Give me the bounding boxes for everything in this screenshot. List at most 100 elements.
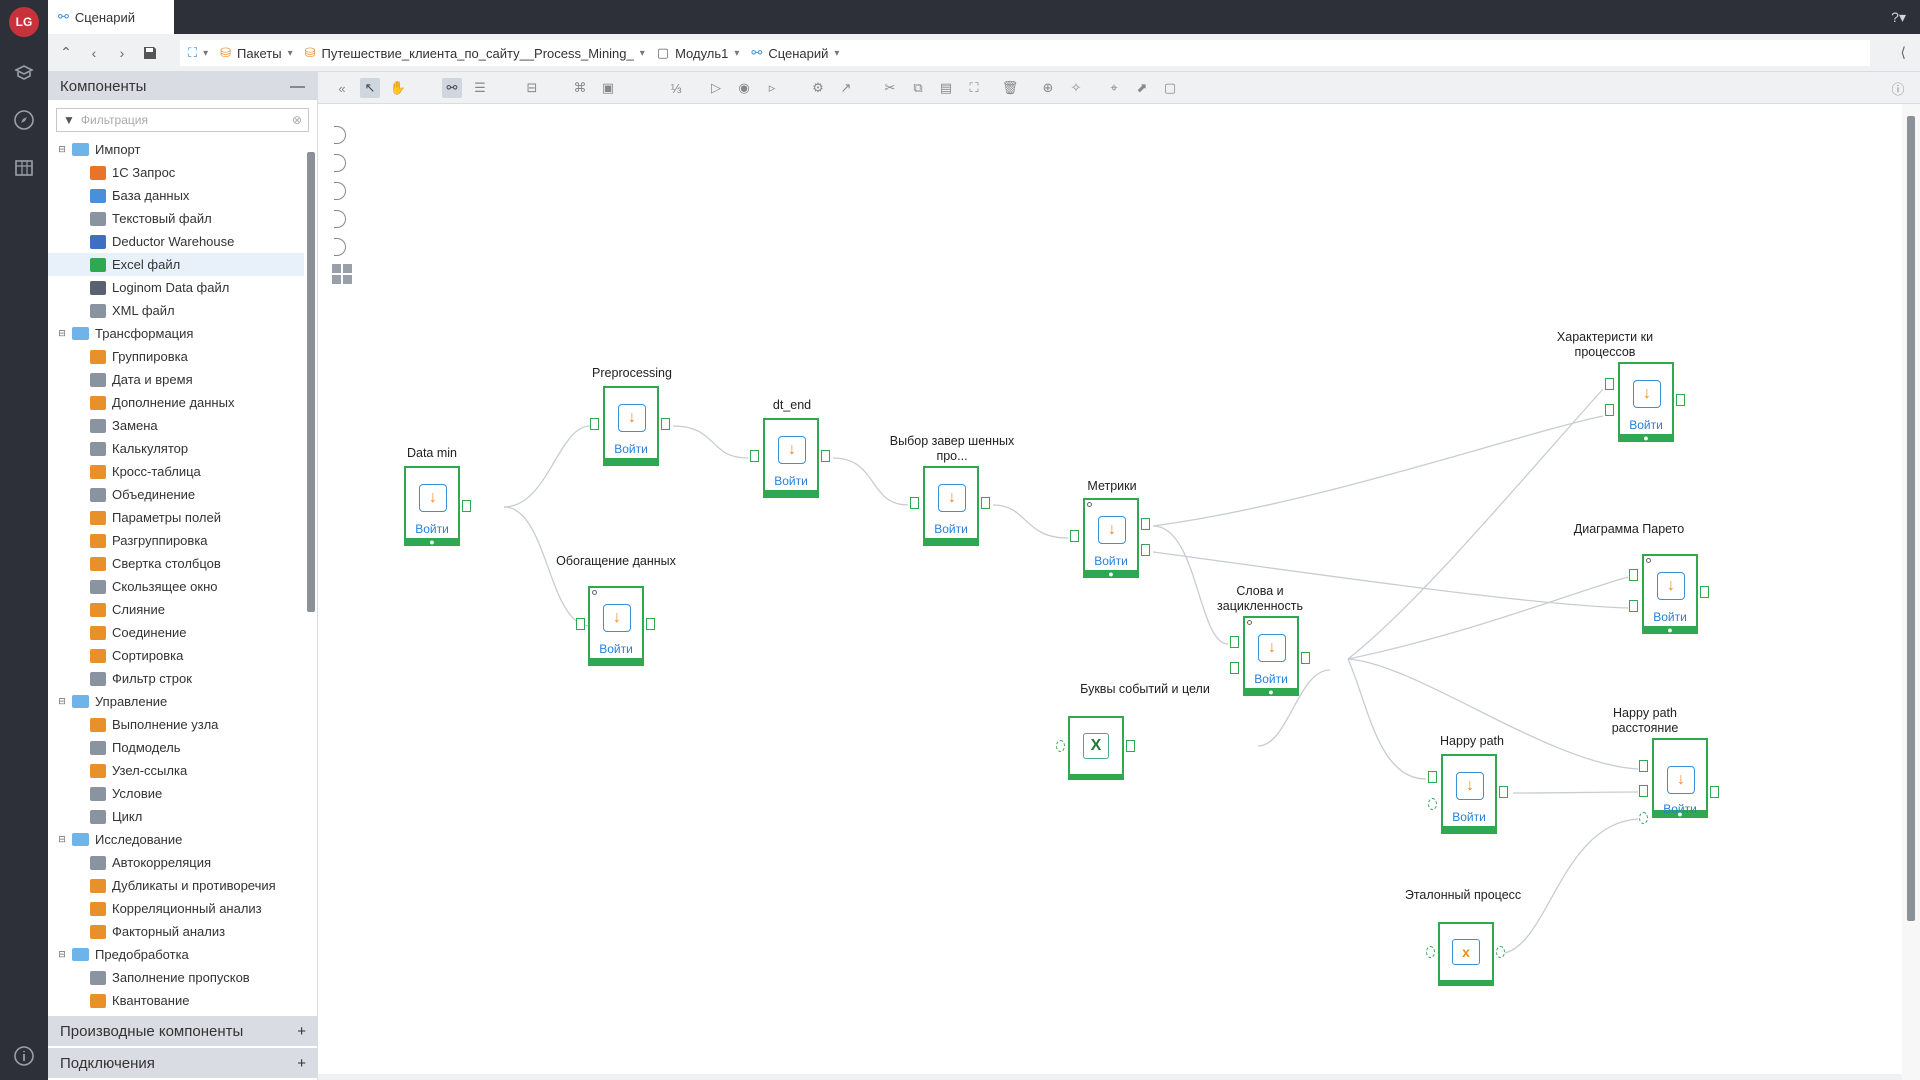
tree-item[interactable]: Замена: [48, 414, 304, 437]
scroll-thumb[interactable]: [1907, 116, 1915, 921]
enter-link[interactable]: Войти: [415, 522, 449, 536]
enter-link[interactable]: Войти: [1629, 418, 1663, 432]
info-icon[interactable]: [8, 1040, 40, 1072]
arrow-icon[interactable]: ⬈: [1136, 80, 1148, 95]
input-port[interactable]: [1639, 760, 1648, 772]
tree-item[interactable]: Автокорреляция: [48, 851, 304, 874]
input-port[interactable]: [910, 497, 919, 509]
collapse-toggle-icon[interactable]: ⊟: [58, 696, 66, 706]
input-port[interactable]: [1629, 569, 1638, 581]
tree-item[interactable]: Дубликаты и противоречия: [48, 874, 304, 897]
eye-icon[interactable]: ●: [1677, 809, 1683, 819]
eye-icon[interactable]: ●: [429, 537, 435, 547]
tree-item[interactable]: Скользящее окно: [48, 575, 304, 598]
scenario-view-icon[interactable]: ⚯: [442, 78, 462, 98]
tree-item[interactable]: Соединение: [48, 621, 304, 644]
collapse-toggle-icon[interactable]: ⊟: [58, 328, 66, 338]
tree-item[interactable]: Корреляционный анализ: [48, 897, 304, 920]
tree-group[interactable]: ⊟Исследование: [48, 828, 304, 851]
pin-icon[interactable]: ⌖: [1110, 80, 1118, 95]
packages-icon[interactable]: [8, 56, 40, 88]
share-icon[interactable]: ⟨: [1900, 44, 1906, 60]
components-panel-header[interactable]: Компоненты —: [48, 72, 317, 100]
breadcrumb-item-package[interactable]: ⛁Путешествие_клиента_по_сайту__Process_M…: [304, 45, 645, 61]
grid-icon[interactable]: [332, 264, 352, 284]
input-port[interactable]: [1639, 785, 1648, 797]
output-port[interactable]: [981, 497, 990, 509]
input-port[interactable]: [1070, 530, 1079, 542]
forward-icon[interactable]: ›: [119, 44, 125, 61]
settings-icon[interactable]: ⚙: [812, 80, 824, 95]
collapse-toggle-icon[interactable]: ⊟: [58, 834, 66, 844]
tree-item[interactable]: Excel файл: [48, 253, 304, 276]
enter-link[interactable]: Войти: [934, 522, 968, 536]
eye-icon[interactable]: ●: [1667, 625, 1673, 635]
tree-item[interactable]: Фильтр строк: [48, 667, 304, 690]
tree-item[interactable]: 1С Запрос: [48, 161, 304, 184]
enter-link[interactable]: Войти: [1653, 610, 1687, 624]
output-port[interactable]: [1710, 786, 1719, 798]
output-port[interactable]: [646, 618, 655, 630]
clear-icon[interactable]: ⊗: [291, 113, 302, 127]
frame-icon[interactable]: ▢: [1163, 80, 1177, 95]
node-words-cycles[interactable]: ↓ Войти ●: [1243, 616, 1299, 697]
tree-item[interactable]: Объединение: [48, 483, 304, 506]
up-icon[interactable]: ⌃: [60, 44, 72, 60]
expand-icon[interactable]: +: [297, 1022, 306, 1040]
input-port[interactable]: [1426, 946, 1435, 958]
filter-input[interactable]: ▼ Фильтрация ⊗: [56, 108, 309, 132]
enter-link[interactable]: Войти: [1452, 810, 1486, 824]
tree-item[interactable]: Разгруппировка: [48, 529, 304, 552]
enter-link[interactable]: Войти: [774, 474, 808, 488]
tree-item[interactable]: Цикл: [48, 805, 304, 828]
input-port[interactable]: [590, 418, 599, 430]
tree-item[interactable]: Loginom Data файл: [48, 276, 304, 299]
output-port[interactable]: [1141, 518, 1150, 530]
collapse-icon[interactable]: —: [290, 77, 305, 95]
enter-link[interactable]: Войти: [614, 442, 648, 456]
hierarchy-icon[interactable]: ⛶▾: [188, 45, 209, 60]
back-icon[interactable]: ‹: [91, 44, 97, 61]
tree-item[interactable]: Выполнение узла: [48, 713, 304, 736]
app-logo-icon[interactable]: LG: [8, 6, 40, 38]
node-letters-events[interactable]: X: [1068, 716, 1124, 780]
tree-item[interactable]: Дата и время: [48, 368, 304, 391]
connections-header[interactable]: Подключения +: [48, 1048, 318, 1078]
enter-link[interactable]: Войти: [1094, 554, 1128, 568]
stop-icon[interactable]: ◉: [738, 80, 750, 95]
output-port[interactable]: [1496, 946, 1505, 958]
input-port[interactable]: [750, 450, 759, 462]
tree-group[interactable]: ⊟Трансформация: [48, 322, 304, 345]
output-port[interactable]: [1301, 652, 1310, 664]
node-pareto-chart[interactable]: ↓ Войти ●: [1642, 554, 1698, 635]
tree-item[interactable]: База данных: [48, 184, 304, 207]
output-port[interactable]: [1141, 544, 1150, 556]
node-select-completed[interactable]: ↓ Войти: [923, 466, 979, 546]
tree-item[interactable]: Свертка столбцов: [48, 552, 304, 575]
node-enrich-data[interactable]: ↓ Войти: [588, 586, 644, 666]
paste-icon[interactable]: ▤: [939, 80, 953, 95]
expand-icon[interactable]: +: [297, 1054, 306, 1072]
input-port[interactable]: [1605, 404, 1614, 416]
output-port[interactable]: [1499, 786, 1508, 798]
eye-icon[interactable]: ●: [1643, 433, 1649, 443]
save-icon[interactable]: [136, 39, 164, 67]
tree-item[interactable]: Узел-ссылка: [48, 759, 304, 782]
collapse-toggle-icon[interactable]: ⊟: [58, 144, 66, 154]
collapse-panel-icon[interactable]: «: [338, 80, 346, 96]
table-icon[interactable]: [8, 152, 40, 184]
tree-scrollbar[interactable]: [307, 152, 315, 612]
derived-components-header[interactable]: Производные компоненты +: [48, 1016, 318, 1046]
tree-item[interactable]: Слияние: [48, 598, 304, 621]
tree-item[interactable]: Параметры полей: [48, 506, 304, 529]
output-port[interactable]: [1676, 394, 1685, 406]
node-preprocessing[interactable]: ↓ Войти: [603, 386, 659, 466]
tree-item[interactable]: Текстовый файл: [48, 207, 304, 230]
tree-item[interactable]: Условие: [48, 782, 304, 805]
eye-icon[interactable]: ●: [1268, 687, 1274, 697]
pointer-icon[interactable]: ↖: [360, 78, 380, 98]
input-port[interactable]: [576, 618, 585, 630]
node-dt-end[interactable]: ↓ Войти: [763, 418, 819, 498]
output-port[interactable]: [1700, 586, 1709, 598]
breadcrumb-item-module[interactable]: ▢Модуль1▾: [656, 45, 740, 61]
